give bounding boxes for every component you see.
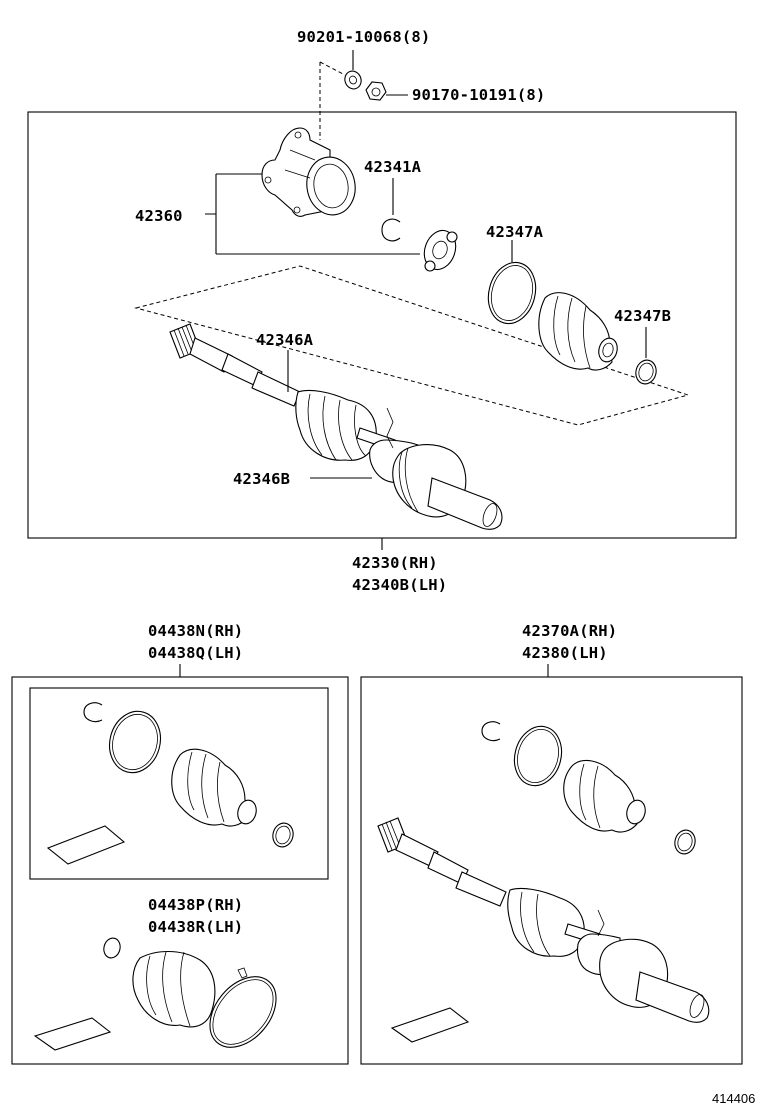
nut-washer-part[interactable] xyxy=(342,69,363,91)
drive-shaft-part[interactable] xyxy=(169,323,503,530)
tripod-joint-part[interactable] xyxy=(419,226,461,274)
inner-boot-part[interactable] xyxy=(538,292,620,371)
label-kit-inner-rh: 04438P(RH) xyxy=(148,896,243,914)
boot-clamp-small[interactable] xyxy=(633,358,659,386)
outer-joint-housing[interactable] xyxy=(261,127,360,219)
label-nut: 90170-10191(8) xyxy=(412,86,545,104)
label-kit-outer-lh: 04438Q(LH) xyxy=(148,644,243,662)
shaft-assy-section: 42370A(RH) 42380(LH) xyxy=(360,622,743,1065)
boot-clamp-large[interactable] xyxy=(482,257,542,329)
label-kit-inner-lh: 04438R(LH) xyxy=(148,918,243,936)
outer-boot-kit-frame xyxy=(29,687,329,880)
top-section: 90201-10068(8) 90170-10191(8) 42360 4234… xyxy=(27,28,737,594)
boot-kits-section: 04438N(RH) 04438Q(LH) 04438P(RH) 04438R(… xyxy=(11,622,349,1065)
label-snap-ring: 42341A xyxy=(364,158,422,176)
assy-parts[interactable] xyxy=(377,721,710,1043)
figure-number: 414406 xyxy=(712,1091,755,1106)
label-kit-outer-rh: 04438N(RH) xyxy=(148,622,243,640)
snap-ring-part[interactable] xyxy=(381,218,401,242)
label-assy-rh: 42370A(RH) xyxy=(522,622,617,640)
label-shaft-rh: 42330(RH) xyxy=(352,554,438,572)
kit-outer-parts[interactable] xyxy=(46,702,296,865)
label-nut-washer: 90201-10068(8) xyxy=(297,28,430,46)
label-outer-boot-clamp: 42346B xyxy=(233,470,290,488)
label-shaft-lh: 42340B(LH) xyxy=(352,576,447,594)
label-inner-boot-clamp: 42346A xyxy=(256,331,314,349)
label-clamp-small: 42347B xyxy=(614,307,671,325)
nut-part[interactable] xyxy=(365,81,387,101)
label-outer-joint: 42360 xyxy=(135,207,183,225)
label-assy-lh: 42380(LH) xyxy=(522,644,608,662)
boot-kit-frame xyxy=(11,676,349,1065)
shaft-assy-frame xyxy=(360,676,743,1065)
kit-inner-parts[interactable] xyxy=(33,936,289,1060)
label-clamp-large: 42347A xyxy=(486,223,544,241)
